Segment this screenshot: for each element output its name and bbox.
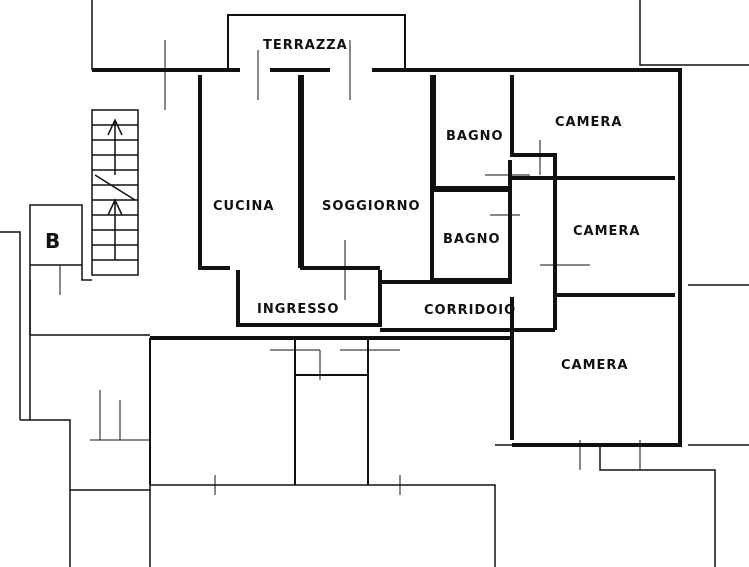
- room-label-soggiorno: SOGGIORNO: [322, 199, 421, 214]
- terrazza: [227, 14, 406, 70]
- room-label-bagno-1: BAGNO: [446, 129, 504, 144]
- room-label-camera-3: CAMERA: [561, 358, 629, 373]
- room-label-camera-1: CAMERA: [555, 115, 623, 130]
- room-label-corridoio: CORRIDOIO: [424, 303, 516, 318]
- room-label-b: B: [45, 229, 61, 253]
- dimension-ticks: [59, 40, 641, 495]
- staircase: [91, 109, 139, 276]
- room-label-terrazza: TERRAZZA: [263, 38, 348, 53]
- room-label-cucina: CUCINA: [213, 199, 274, 214]
- main-walls: [92, 68, 682, 447]
- room-label-camera-2: CAMERA: [573, 224, 641, 239]
- room-label-ingresso: INGRESSO: [257, 302, 339, 317]
- room-label-bagno-2: BAGNO: [443, 232, 501, 247]
- lower-rooms: [149, 338, 369, 485]
